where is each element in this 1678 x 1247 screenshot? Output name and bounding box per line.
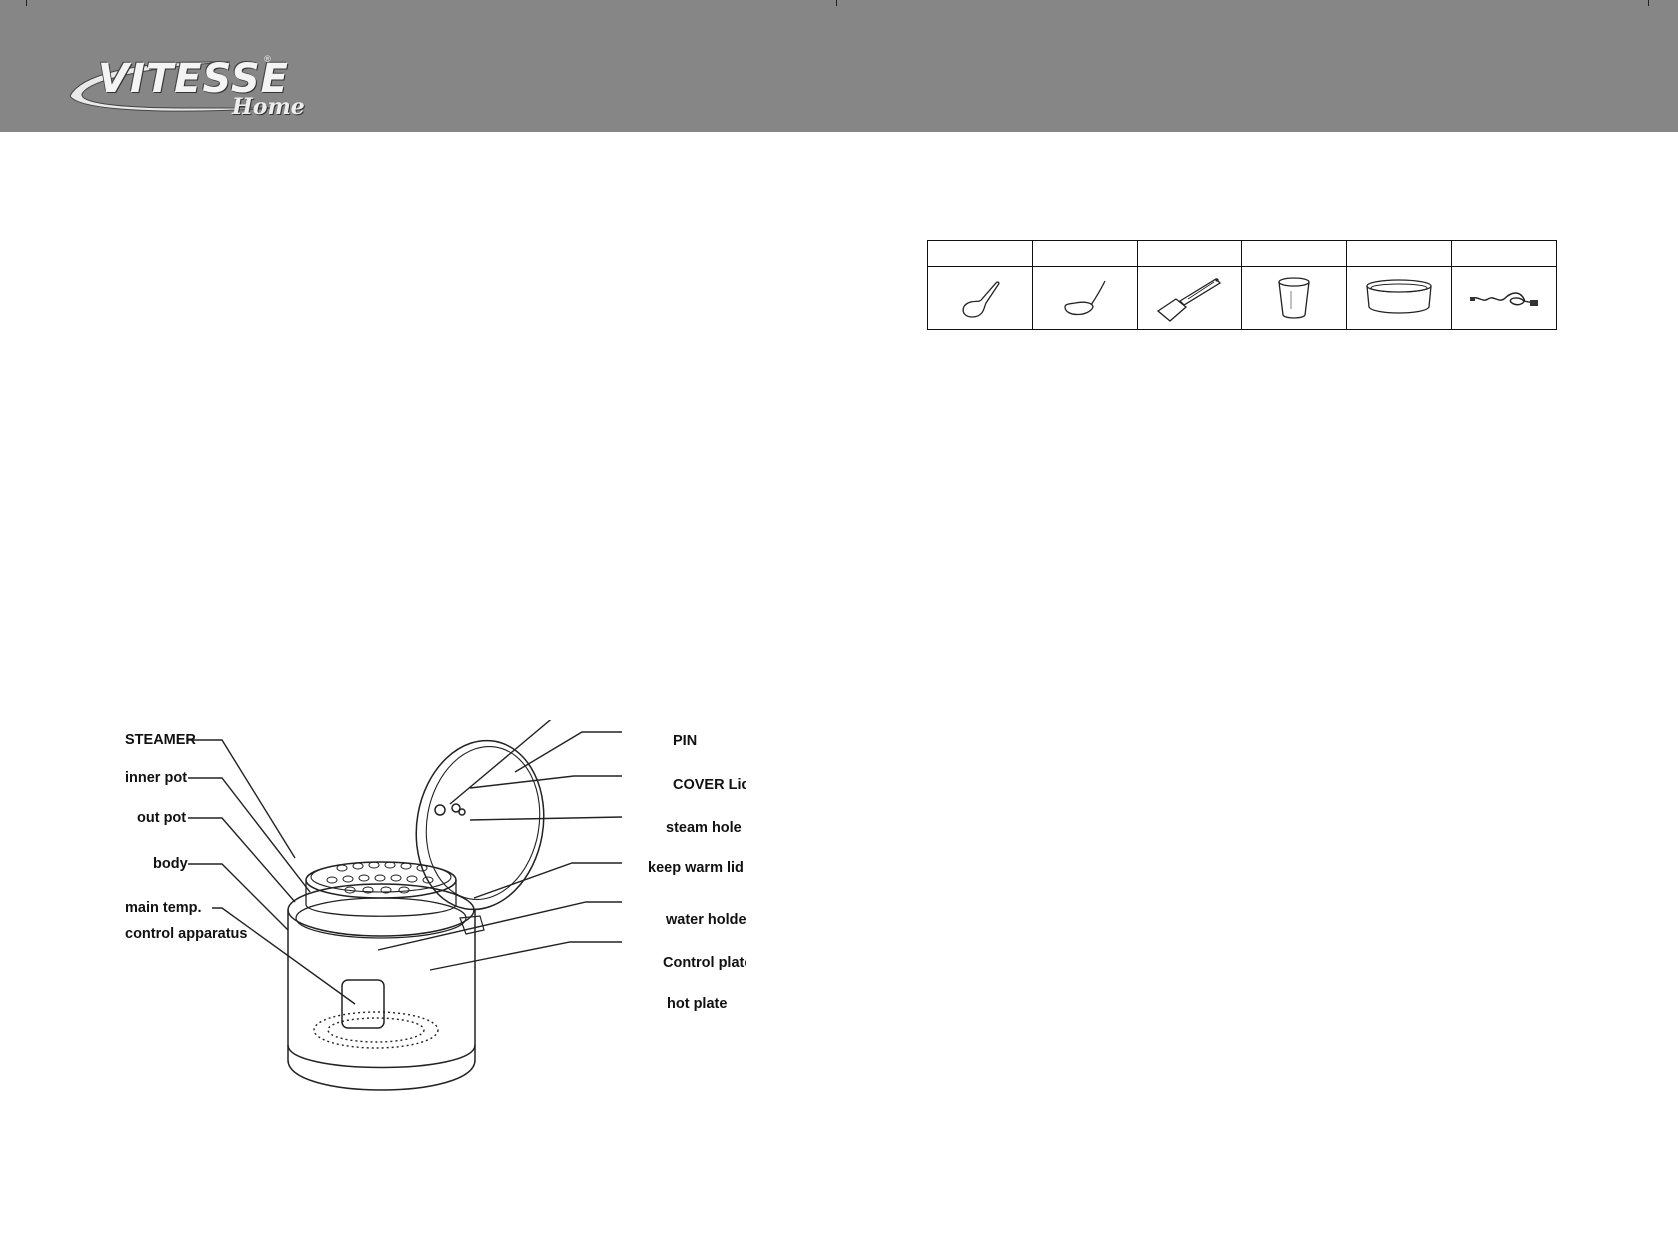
- vitesse-home-logo: VITESSE ® Home: [60, 48, 310, 128]
- label-main-temp: main temp.: [125, 900, 202, 916]
- label-control-apparatus: control apparatus: [125, 926, 248, 942]
- label-clip-edge: [746, 720, 776, 1040]
- label-hot-plate: hot plate: [667, 996, 728, 1012]
- accessory-cell: [1136, 266, 1243, 330]
- crop-mark: [26, 0, 27, 6]
- rice-cooker-illustration: [188, 720, 623, 1091]
- label-control-plate: Control plate: [663, 955, 753, 971]
- label-steamer: STEAMER: [125, 732, 196, 748]
- rice-cooker-diagram: STEAMER inner pot out pot body main temp…: [110, 720, 760, 1120]
- accessory-header-cell: [1346, 240, 1453, 267]
- header-band: [0, 0, 1678, 132]
- crop-mark: [836, 0, 837, 6]
- crop-mark: [1648, 0, 1649, 6]
- accessory-cell: [927, 266, 1033, 330]
- steamer-tray-icon: [1366, 279, 1432, 314]
- label-pin: PIN: [673, 733, 698, 749]
- label-steam-hole: steam hole: [666, 820, 742, 836]
- logo-trademark: ®: [264, 54, 271, 64]
- accessory-cell: [1241, 266, 1348, 330]
- accessory-header-cell: [1136, 240, 1243, 267]
- accessory-cell: [1031, 266, 1138, 330]
- accessory-header-cell: [1031, 240, 1138, 267]
- accessory-cell: [1451, 266, 1557, 330]
- label-cover-lid: COVER Lid: [673, 777, 751, 793]
- logo-sub-text: Home: [232, 94, 305, 120]
- accessories-header-row: [927, 240, 1557, 267]
- spatula-icon: [1156, 278, 1221, 322]
- power-cord-icon: [1470, 292, 1539, 306]
- accessory-header-cell: [1241, 240, 1348, 267]
- label-keep-warm-lid: keep warm lid: [648, 860, 744, 876]
- label-body: body: [153, 856, 188, 872]
- accessory-header-cell: [1451, 240, 1557, 267]
- soup-ladle-icon: [1064, 280, 1106, 316]
- measuring-cup-icon: [1278, 277, 1311, 319]
- accessories-image-row: [927, 266, 1557, 330]
- accessories-table: [927, 240, 1557, 330]
- logo-brand-text: VITESSE: [98, 56, 289, 102]
- logo-swoosh: [69, 61, 276, 112]
- rice-paddle-icon: [962, 281, 1000, 318]
- accessory-cell: [1346, 266, 1453, 330]
- label-water-holder: water holde: [666, 912, 747, 928]
- accessory-header-cell: [927, 240, 1033, 267]
- label-out-pot: out pot: [137, 810, 187, 826]
- label-inner-pot: inner pot: [125, 770, 188, 786]
